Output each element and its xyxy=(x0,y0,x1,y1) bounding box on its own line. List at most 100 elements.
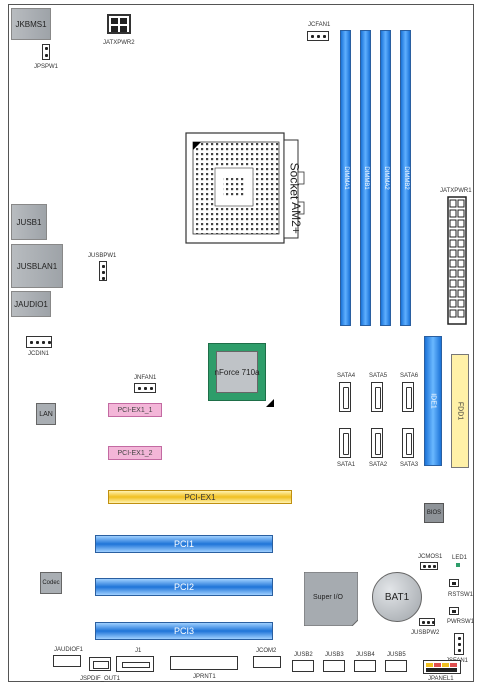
sata1-label: SATA1 xyxy=(337,462,356,468)
dimm-slot-b1: DIMMB1 xyxy=(360,30,371,326)
pciex1-1-slot: PCI-EX1_1 xyxy=(108,403,162,417)
pwrsw1-label: PWRSW1 xyxy=(447,619,474,625)
dimmb2-label: DIMMB2 xyxy=(402,166,409,190)
jusbpw2-label: JUSBPW2 xyxy=(411,630,440,636)
jusbpw2-header xyxy=(419,618,435,626)
atx-pin xyxy=(449,239,457,248)
rstsw1-button xyxy=(449,579,459,587)
led1-label: LED1 xyxy=(452,555,468,561)
pciex1-1-label: PCI-EX1_1 xyxy=(117,406,153,414)
pci3-slot: PCI3 xyxy=(95,622,273,640)
jkbms1-port: JKBMS1 xyxy=(11,8,51,40)
superio-label: Super I/O xyxy=(313,594,343,601)
bios-chip: BIOS xyxy=(424,503,444,523)
atx-pin xyxy=(457,219,465,228)
jusbpw1-header xyxy=(99,261,107,281)
sata4-port xyxy=(339,382,351,412)
fdd1-connector: FDD1 xyxy=(451,354,469,468)
j1-label: J1 xyxy=(135,648,142,654)
atx-pin xyxy=(449,229,457,238)
jcfan1-header xyxy=(307,31,329,41)
sata5-port xyxy=(371,382,383,412)
dimmb1-label: DIMMB1 xyxy=(362,166,369,190)
dimm-slot-a2: DIMMA2 xyxy=(380,30,391,326)
pci1-slot: PCI1 xyxy=(95,535,273,553)
jusb4-label: JUSB4 xyxy=(356,652,375,658)
atx-pin xyxy=(449,269,457,278)
jusb1-port: JUSB1 xyxy=(11,204,47,240)
jsfan1-header xyxy=(454,633,464,655)
sata2-port xyxy=(371,428,383,458)
pci2-label: PCI2 xyxy=(173,582,194,592)
jatxpwr1-label: JATXPWR1 xyxy=(440,188,472,194)
jprnt1-header xyxy=(170,656,238,670)
jnfan1-header xyxy=(134,383,156,393)
pciex16-label: PCI-EX1 xyxy=(184,492,216,502)
nforce-label: nForce 710a xyxy=(214,367,260,377)
lan-label: LAN xyxy=(39,410,53,418)
atx-pin xyxy=(457,209,465,218)
jpspw1-label: JPSPW1 xyxy=(34,64,59,70)
cpu-socket-graphic xyxy=(185,132,305,244)
j1-connector xyxy=(116,656,154,672)
sata4-label: SATA4 xyxy=(337,373,356,379)
atx-pin xyxy=(457,299,465,308)
sata2-label: SATA2 xyxy=(369,462,388,468)
jatxpwr2-connector xyxy=(107,14,131,34)
sata3-label: SATA3 xyxy=(400,462,419,468)
codec-chip: Codec xyxy=(40,572,62,594)
jusblan1-port: JUSBLAN1 xyxy=(11,244,63,288)
atx-pin xyxy=(457,269,465,278)
atx-pin xyxy=(449,299,457,308)
codec-label: Codec xyxy=(42,580,60,586)
fdd1-label: FDD1 xyxy=(456,401,464,421)
atx-pin xyxy=(457,229,465,238)
jaudio1-port: JAUDIO1 xyxy=(11,291,51,317)
dimm-slot-b2: DIMMB2 xyxy=(400,30,411,326)
jusbpw1-label: JUSBPW1 xyxy=(88,253,117,259)
jcdin1-header xyxy=(26,336,52,348)
jspdif-header xyxy=(89,657,111,671)
sata3-port xyxy=(402,428,414,458)
atx-pin xyxy=(449,309,457,318)
jusb3-label: JUSB3 xyxy=(325,652,344,658)
jcmos1-label: JCMOS1 xyxy=(418,554,443,560)
atx-pin xyxy=(457,259,465,268)
ide1-label: IDE1 xyxy=(429,393,437,409)
atx-pin xyxy=(457,249,465,258)
jspdif-label: JSPDIF_OUT1 xyxy=(80,676,121,682)
jnfan1-label: JNFAN1 xyxy=(134,375,157,381)
jpanel1-header xyxy=(423,660,461,674)
atx-pin xyxy=(457,199,465,208)
sata6-port xyxy=(402,382,414,412)
jusb3-header xyxy=(323,660,345,672)
atx-pin xyxy=(449,249,457,258)
atx-pin xyxy=(457,309,465,318)
jpanel1-label: JPANEL1 xyxy=(428,676,454,682)
jusblan1-label: JUSBLAN1 xyxy=(16,261,58,271)
jcom2-label: JCOM2 xyxy=(256,648,277,654)
jusb5-label: JUSB5 xyxy=(387,652,406,658)
jkbms1-label: JKBMS1 xyxy=(15,19,47,29)
jcmos1-header xyxy=(420,562,438,570)
chipset-pin1-marker xyxy=(266,399,274,407)
jusb2-label: JUSB2 xyxy=(294,652,313,658)
bat1-label: BAT1 xyxy=(384,591,410,603)
am2-label: AM2+ xyxy=(288,202,303,234)
dimma2-label: DIMMA2 xyxy=(382,166,389,190)
pci2-slot: PCI2 xyxy=(95,578,273,596)
atx-pin xyxy=(457,279,465,288)
bat1-battery: BAT1 xyxy=(372,572,422,622)
atx-pin xyxy=(449,289,457,298)
jcdin1-label: JCDIN1 xyxy=(28,351,50,357)
sata1-port xyxy=(339,428,351,458)
superio-chip xyxy=(304,572,358,626)
jpspw1-header xyxy=(42,44,50,60)
bios-label: BIOS xyxy=(426,510,442,516)
dimm-slot-a1: DIMMA1 xyxy=(340,30,351,326)
led1-light xyxy=(456,563,460,567)
atx-pin xyxy=(457,289,465,298)
atx-pin xyxy=(457,239,465,248)
sata6-label: SATA6 xyxy=(400,373,419,379)
pciex1-2-label: PCI-EX1_2 xyxy=(117,449,153,457)
